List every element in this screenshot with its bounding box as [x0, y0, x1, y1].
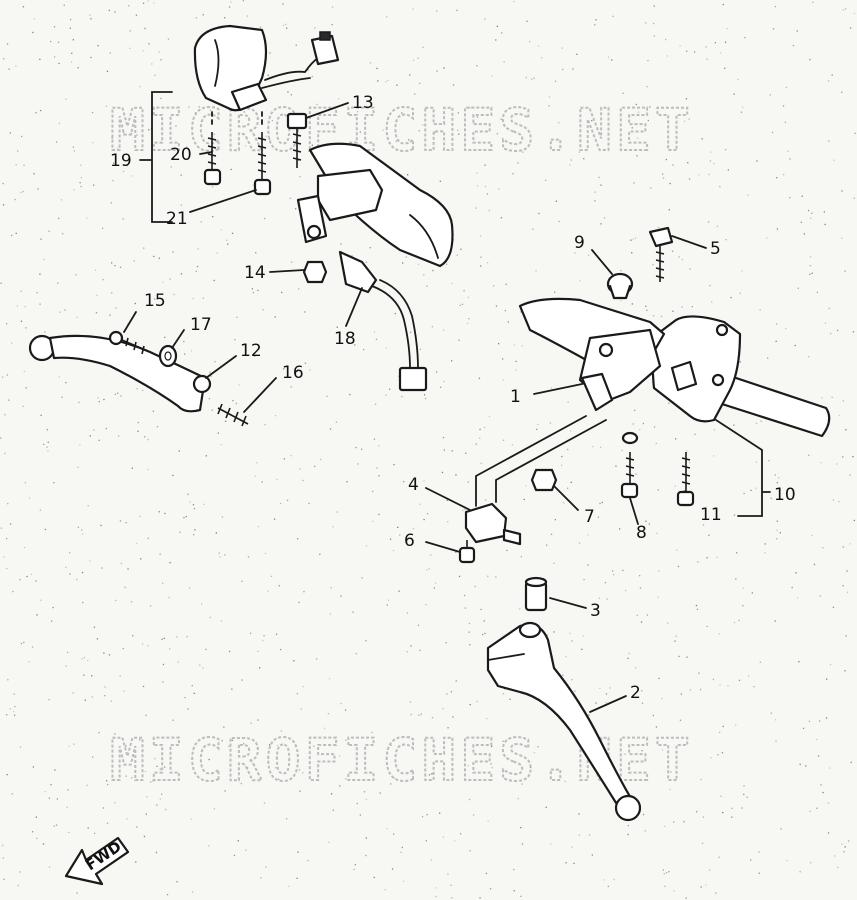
washer-17	[158, 344, 178, 368]
screw-6	[458, 540, 476, 564]
fwd-arrow: FWD	[64, 836, 130, 886]
cap-9	[606, 272, 634, 300]
callout-11: 11	[700, 505, 722, 525]
callout-20: 20	[170, 145, 192, 165]
master-cylinder-1	[518, 297, 666, 412]
bracket-19	[139, 91, 173, 223]
callout-21: 21	[166, 209, 188, 229]
right-switch-housing	[651, 315, 831, 438]
screw-20	[203, 132, 222, 186]
callout-10: 10	[774, 485, 796, 505]
callout-14: 14	[244, 263, 266, 283]
callout-17: 17	[190, 315, 212, 335]
callout-6: 6	[404, 531, 415, 551]
callout-12: 12	[240, 341, 262, 361]
callout-4: 4	[408, 475, 419, 495]
left-lever	[28, 334, 212, 413]
left-switch-housing	[193, 24, 340, 112]
callout-3: 3	[590, 601, 601, 621]
callout-16: 16	[282, 363, 304, 383]
callout-19: 19	[110, 151, 132, 171]
callout-1: 1	[510, 387, 521, 407]
screw-21	[253, 132, 272, 196]
callout-9: 9	[574, 233, 585, 253]
callout-7: 7	[584, 507, 595, 527]
callout-18: 18	[334, 329, 356, 349]
bracket-10	[715, 419, 771, 517]
callout-8: 8	[636, 523, 647, 543]
watermark-top: MICROFICHES.NET	[110, 96, 694, 164]
leader-lines	[123, 102, 707, 713]
clutch-switch-18	[338, 250, 428, 392]
callout-5: 5	[710, 239, 721, 259]
bolt-15	[108, 330, 151, 355]
screw-washer-8	[620, 431, 639, 499]
nut-14	[302, 260, 328, 284]
bolt-5	[648, 226, 674, 282]
nut-7	[530, 468, 558, 492]
callout-13: 13	[352, 93, 374, 113]
clutch-lever-holder	[296, 142, 454, 268]
callout-15: 15	[144, 291, 166, 311]
callouts: 1 2 3 4 5 6 7 8 9 10 11 12 13 14 15 16 1…	[110, 93, 796, 703]
bolt-13	[286, 112, 308, 168]
screw-11	[676, 452, 695, 507]
screw-16	[217, 403, 249, 427]
pin-3	[524, 576, 548, 612]
brake-switch-4	[464, 502, 522, 546]
callout-2: 2	[630, 683, 641, 703]
brake-lever-2	[486, 621, 642, 822]
